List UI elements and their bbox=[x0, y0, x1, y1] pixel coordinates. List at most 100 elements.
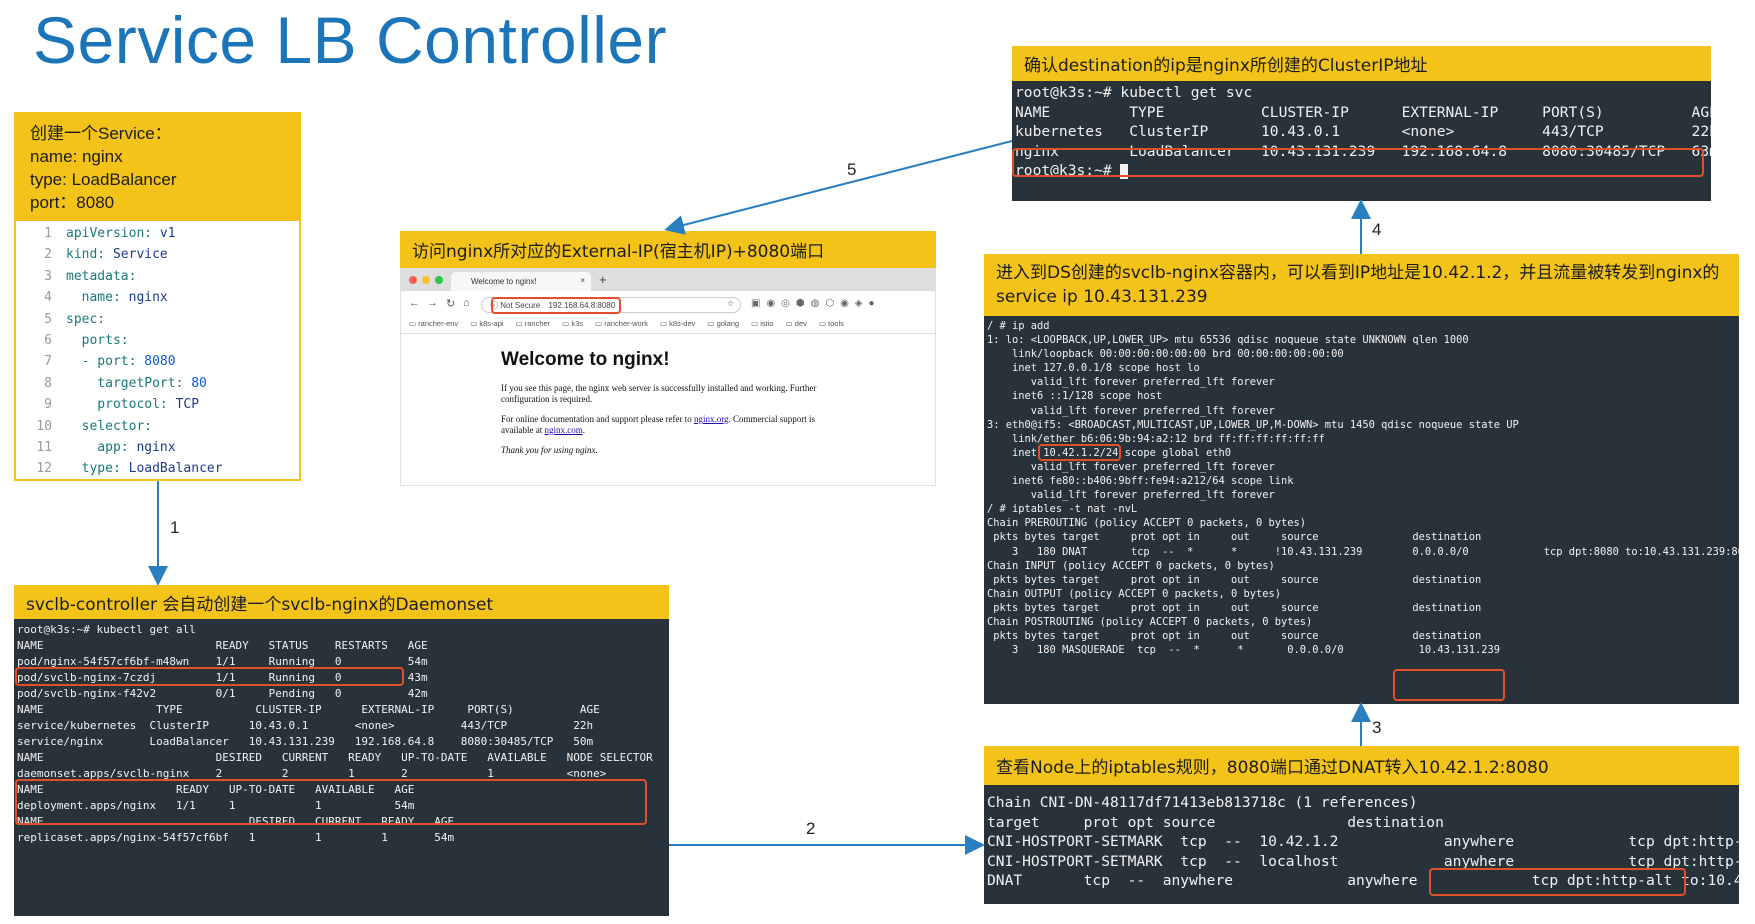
terminal-line: Chain CNI-DN-48117df71413eb813718c (1 re… bbox=[987, 794, 1418, 811]
terminal-line: valid_lft forever preferred_lft forever bbox=[987, 460, 1275, 473]
bookmark-label: dev bbox=[794, 319, 807, 328]
yaml-key: protocol: bbox=[66, 397, 176, 413]
terminal-line: 3 180 DNAT tcp -- * * !10.43.131.239 0.0… bbox=[987, 545, 1739, 558]
terminal-line: CNI-HOSTPORT-SETMARK tcp -- localhost an… bbox=[987, 852, 1739, 870]
terminal-line: link/ether b6:06:9b:94:a2:12 brd ff:ff:f… bbox=[987, 432, 1325, 445]
terminal-line: pod/svclb-nginx-f42v2 0/1 Pending 0 42m bbox=[17, 687, 428, 700]
bookmark-item[interactable]: ▭ istio bbox=[751, 319, 774, 328]
bookmark-item[interactable]: ▭ k8s-api bbox=[470, 319, 503, 328]
page-title: Service LB Controller bbox=[33, 3, 668, 77]
welcome-p1: If you see this page, the nginx web serv… bbox=[501, 383, 817, 404]
home-icon[interactable]: ⌂ bbox=[463, 297, 470, 309]
step-label-4: 4 bbox=[1372, 220, 1382, 239]
yaml-value: 8080 bbox=[144, 354, 176, 370]
nginx-org-link[interactable]: nginx.org bbox=[693, 414, 729, 424]
bookmark-item[interactable]: ▭ rancher bbox=[516, 319, 551, 328]
terminal-line: CNI-HOSTPORT-SETMARK tcp -- 10.42.1.2 an… bbox=[987, 833, 1739, 850]
bookmarks-bar: ▭ rancher-env ▭ k8s-api ▭ rancher ▭ k3s ▭ ra… bbox=[409, 319, 856, 328]
bookmark-item[interactable]: ▭ k3s bbox=[562, 319, 583, 328]
folder-icon: ▭ bbox=[470, 319, 480, 328]
tab-close-icon[interactable]: × bbox=[580, 276, 585, 285]
terminal-line: DNAT tcp -- anywhere anywhere tcp dpt:ht… bbox=[987, 872, 1739, 889]
reload-icon[interactable]: ↻ bbox=[446, 298, 456, 310]
yaml-key: kind: bbox=[66, 247, 113, 263]
extension-icons[interactable]: ▣◉◎⬢◍⬡◉◈● bbox=[751, 298, 881, 309]
arrow-5 bbox=[664, 140, 1013, 235]
info-icon: ⓘ bbox=[490, 301, 498, 310]
terminal-line: valid_lft forever preferred_lft forever bbox=[987, 489, 1275, 502]
folder-icon: ▭ bbox=[785, 319, 795, 328]
line-number: 3 bbox=[44, 268, 52, 284]
terminal-line: NAME READY UP-TO-DATE AVAILABLE AGE bbox=[17, 783, 415, 796]
yaml-key: app: bbox=[66, 439, 137, 455]
yaml-line: 4 name: nginx bbox=[16, 287, 299, 308]
bookmark-item[interactable]: ▭ k8s-dev bbox=[660, 319, 695, 328]
terminal-line: / # ip add bbox=[987, 320, 1050, 332]
service-header-line: name: nginx bbox=[30, 147, 123, 166]
bookmark-star-icon[interactable]: ☆ bbox=[726, 299, 734, 308]
terminal-line: pkts bytes target prot opt in out source… bbox=[987, 601, 1482, 614]
folder-icon: ▭ bbox=[818, 319, 829, 328]
yaml-key: - port: bbox=[66, 354, 145, 370]
terminal-line: nginx LoadBalancer 10.43.131.239 192.168… bbox=[1015, 142, 1711, 160]
close-dot-icon[interactable] bbox=[409, 276, 417, 284]
iptables-box-header: 查看Node上的iptables规则，8080端口通过DNAT转入10.42.1… bbox=[984, 746, 1739, 785]
highlight-destination bbox=[1393, 669, 1505, 701]
maximize-dot-icon[interactable] bbox=[435, 276, 443, 284]
new-tab-icon[interactable]: + bbox=[599, 272, 607, 287]
browser-tab[interactable]: Welcome to nginx! × bbox=[451, 272, 591, 291]
terminal-line: 1: lo: <LOOPBACK,UP,LOWER_UP> mtu 65536 … bbox=[987, 334, 1469, 347]
yaml-key: apiVersion: bbox=[66, 226, 160, 241]
terminal-line: pod/nginx-54f57cf6bf-m48wn 1/1 Running 0… bbox=[17, 655, 428, 668]
nginx-com-link[interactable]: nginx.com bbox=[544, 425, 583, 435]
minimize-dot-icon[interactable] bbox=[422, 276, 430, 284]
terminal-line: link/loopback 00:00:00:00:00:00 brd 00:0… bbox=[987, 348, 1344, 361]
terminal-line: pod/svclb-nginx-7czdj 1/1 Running 0 43m bbox=[17, 671, 428, 684]
forward-icon[interactable]: → bbox=[427, 297, 438, 309]
bookmark-item[interactable]: ▭ golang bbox=[707, 319, 739, 328]
yaml-value: nginx bbox=[128, 290, 168, 306]
bookmark-label: rancher-env bbox=[418, 319, 459, 328]
terminal-line: kubernetes ClusterIP 10.43.0.1 <none> 44… bbox=[1015, 123, 1711, 140]
bookmark-item[interactable]: ▭ rancher-env bbox=[409, 319, 458, 328]
terminal-line: pkts bytes target prot opt in out source… bbox=[987, 573, 1482, 586]
tab-title: Welcome to nginx! bbox=[471, 277, 537, 286]
yaml-line: 10 selector: bbox=[16, 416, 299, 437]
terminal-line: replicaset.apps/nginx-54f57cf6bf 1 1 1 5… bbox=[17, 831, 455, 844]
step-label-3: 3 bbox=[1372, 718, 1382, 737]
highlight-daemonset bbox=[15, 779, 647, 825]
container-terminal: / # ip add 1: lo: <LOOPBACK,UP,LOWER_UP> … bbox=[984, 316, 1739, 704]
terminal-line: root@k3s:~# kubectl get all bbox=[17, 623, 196, 636]
bookmark-item[interactable]: ▭ rancher-work bbox=[595, 319, 648, 328]
line-number: 2 bbox=[44, 247, 52, 263]
line-number: 12 bbox=[36, 461, 52, 477]
folder-icon: ▭ bbox=[659, 319, 670, 328]
folder-icon: ▭ bbox=[409, 319, 419, 328]
welcome-p2-text2: . Commercial support is available at bbox=[501, 414, 816, 435]
bookmark-label: k8s-dev bbox=[669, 319, 696, 328]
yaml-key: type: bbox=[66, 461, 129, 477]
yaml-value: 80 bbox=[191, 375, 207, 391]
bookmark-item[interactable]: ▭ dev bbox=[786, 319, 807, 328]
terminal-line: inet 127.0.0.1/8 scope host lo bbox=[987, 362, 1200, 375]
yaml-line: 8 targetPort: 80 bbox=[16, 373, 299, 394]
terminal-line: NAME DESIRED CURRENT READY UP-TO-DATE AV… bbox=[17, 751, 669, 764]
terminal-line: NAME READY STATUS RESTARTS AGE bbox=[17, 639, 428, 652]
svc-box-header: 确认destination的ip是nginx所创建的ClusterIP地址 bbox=[1012, 46, 1711, 81]
back-icon[interactable]: ← bbox=[409, 297, 420, 309]
folder-icon: ▭ bbox=[751, 319, 761, 328]
terminal-line: pkts bytes target prot opt in out source… bbox=[987, 531, 1482, 544]
service-header-line: 创建一个Service： bbox=[30, 124, 172, 143]
service-header-line: type: LoadBalancer bbox=[30, 170, 177, 189]
container-box-header: 进入到DS创建的svclb-nginx容器内，可以看到IP地址是10.42.1.… bbox=[984, 254, 1739, 316]
yaml-line: 12 type: LoadBalancer bbox=[16, 458, 299, 479]
line-number: 10 bbox=[36, 418, 52, 434]
bookmark-label: golang bbox=[716, 319, 740, 328]
yaml-line: 9 protocol: TCP bbox=[16, 394, 299, 415]
bookmark-item[interactable]: ▭ tools bbox=[819, 319, 844, 328]
